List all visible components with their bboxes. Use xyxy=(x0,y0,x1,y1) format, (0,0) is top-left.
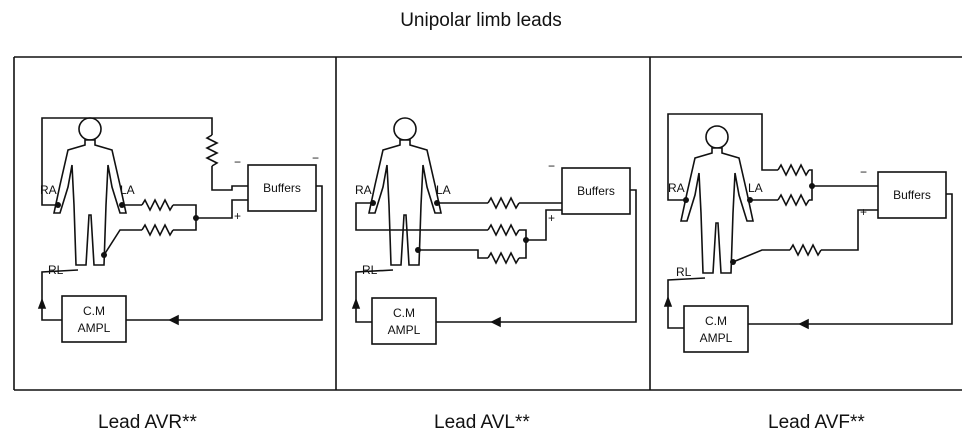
ra-label: RA xyxy=(668,181,685,195)
buffers-label: Buffers xyxy=(263,181,301,195)
plus-sign: + xyxy=(234,209,241,223)
la-label: LA xyxy=(748,181,763,195)
panel-avf: Buffers C.M AMPL RA LA RL − + xyxy=(663,113,953,353)
cm-ampl-label-line1: C.M xyxy=(393,306,415,320)
body-figure xyxy=(53,117,127,266)
minus-sign: − xyxy=(860,165,867,179)
diagram-frame xyxy=(13,56,962,391)
cm-ampl-label-line2: AMPL xyxy=(78,321,111,335)
body-figure xyxy=(680,125,754,274)
cm-ampl-box xyxy=(371,297,437,345)
la-label: LA xyxy=(120,183,135,197)
cm-ampl-label-line2: AMPL xyxy=(388,323,421,337)
plus-sign: + xyxy=(548,211,555,225)
plus-sign: + xyxy=(860,205,867,219)
figure-title: Unipolar limb leads xyxy=(400,10,562,31)
buffers-label: Buffers xyxy=(893,188,931,202)
cm-ampl-label-line1: C.M xyxy=(705,314,727,328)
panel-avl: Buffers C.M AMPL RA LA RL − + xyxy=(351,117,637,345)
minus-sign: − xyxy=(548,159,555,173)
ra-label: RA xyxy=(355,183,372,197)
minus-sign: − xyxy=(234,155,241,169)
buffers-label: Buffers xyxy=(577,184,615,198)
panel-avr: Buffers C.M AMPL RA LA RL − + − xyxy=(37,117,323,343)
rl-label: RL xyxy=(676,265,692,279)
caption-lead-avf: Lead AVF** xyxy=(768,412,865,433)
cm-ampl-box xyxy=(61,295,127,343)
cm-ampl-label-line1: C.M xyxy=(83,304,105,318)
rl-label: RL xyxy=(362,263,378,277)
ra-label: RA xyxy=(40,183,57,197)
caption-lead-avr: Lead AVR** xyxy=(98,412,197,433)
body-figure xyxy=(368,117,442,266)
minus-sign-right: − xyxy=(312,151,319,165)
caption-lead-avl: Lead AVL** xyxy=(434,412,530,433)
rl-label: RL xyxy=(48,263,64,277)
cm-ampl-label-line2: AMPL xyxy=(700,331,733,345)
la-label: LA xyxy=(436,183,451,197)
cm-ampl-box xyxy=(683,305,749,353)
